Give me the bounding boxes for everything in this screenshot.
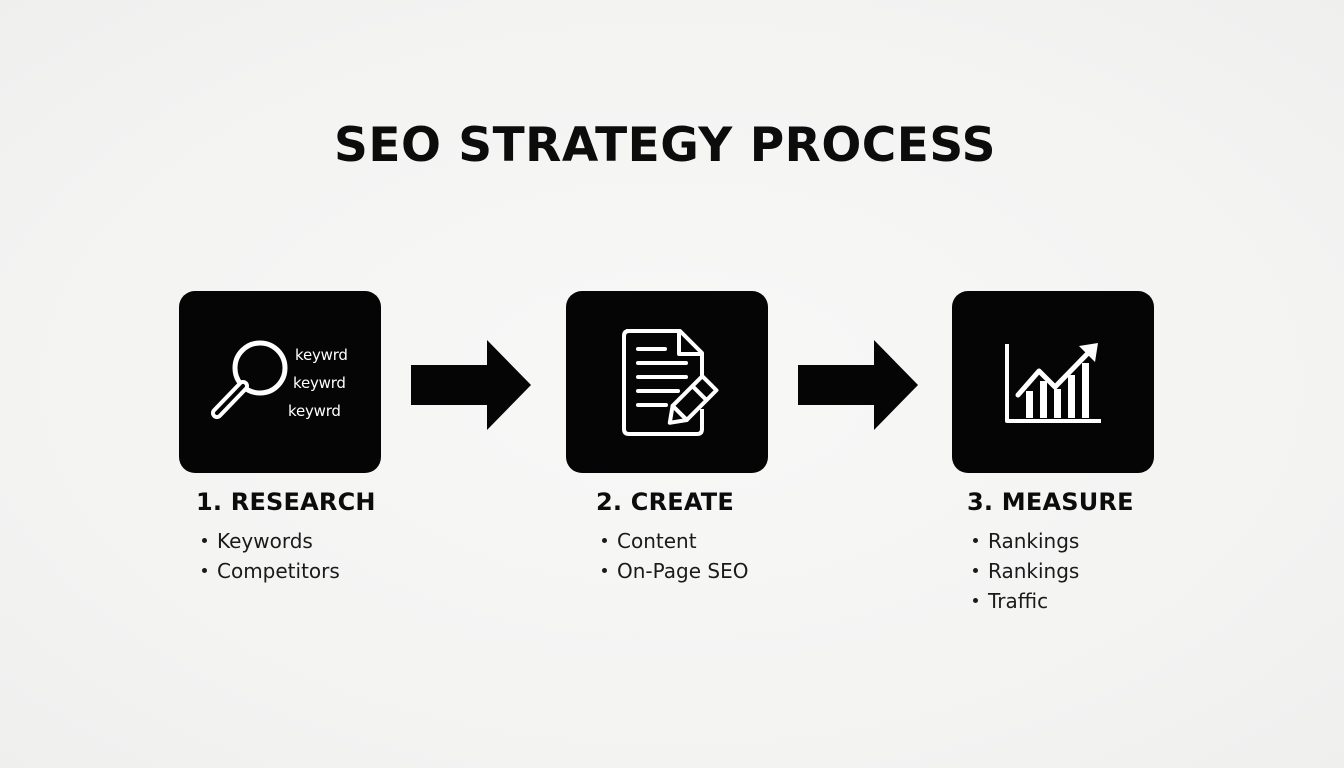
bullet-icon <box>602 568 607 573</box>
bullet-icon <box>973 598 978 603</box>
step-list: Rankings Rankings Traffic <box>967 526 1134 616</box>
step-heading: 1. RESEARCH <box>196 488 376 516</box>
step-heading: 2. CREATE <box>596 488 734 516</box>
right-arrow-icon <box>798 340 918 430</box>
step-measure: 3. MEASURE Rankings Rankings Traffic <box>967 488 1134 616</box>
list-item: Rankings <box>973 556 1134 586</box>
create-tile <box>566 291 768 473</box>
bullet-icon <box>202 568 207 573</box>
document-pencil-icon <box>622 329 719 436</box>
list-item: Content <box>602 526 748 556</box>
keyword-text: keywrd <box>293 374 346 392</box>
bullet-icon <box>602 538 607 543</box>
bullet-icon <box>973 568 978 573</box>
step-list: Content On-Page SEO <box>596 526 748 586</box>
magnifier-icon <box>211 340 288 419</box>
step-create: 2. CREATE Content On-Page SEO <box>596 488 748 586</box>
growth-chart-icon <box>1005 343 1101 423</box>
list-item: On-Page SEO <box>602 556 748 586</box>
list-item: Traffic <box>973 586 1134 616</box>
list-item: Keywords <box>202 526 376 556</box>
list-item: Rankings <box>973 526 1134 556</box>
bullet-icon <box>202 538 207 543</box>
diagram-title: SEO STRATEGY PROCESS <box>334 118 996 173</box>
keyword-text: keywrd <box>295 346 348 364</box>
step-research: 1. RESEARCH Keywords Competitors <box>196 488 376 586</box>
step-list: Keywords Competitors <box>196 526 376 586</box>
research-tile: keywrd keywrd keywrd <box>179 291 381 473</box>
step-heading: 3. MEASURE <box>967 488 1134 516</box>
right-arrow-icon <box>411 340 531 430</box>
keyword-text: keywrd <box>288 402 341 420</box>
measure-tile <box>952 291 1154 473</box>
bullet-icon <box>973 538 978 543</box>
list-item: Competitors <box>202 556 376 586</box>
